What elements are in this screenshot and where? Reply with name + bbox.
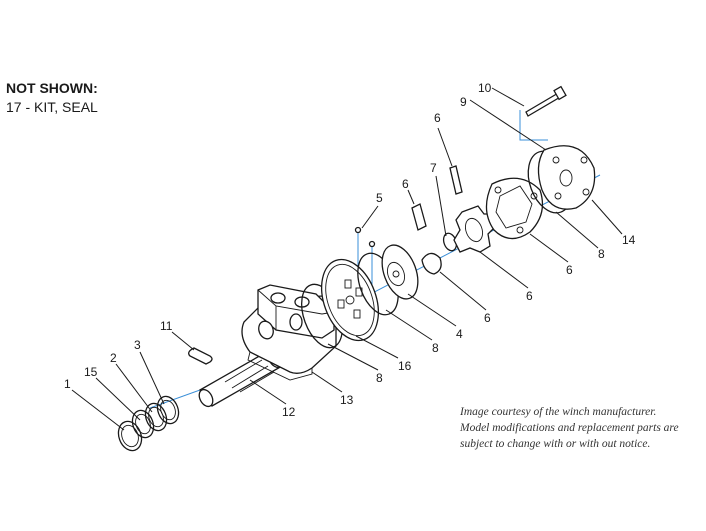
part-5-check-balls bbox=[354, 226, 376, 248]
leader-lines bbox=[71, 87, 623, 431]
part-4-manifold bbox=[381, 244, 419, 300]
part-14-end-cap bbox=[537, 145, 596, 210]
callout-8: 8 bbox=[432, 341, 439, 355]
part-3-ring bbox=[156, 395, 180, 425]
callout-4: 4 bbox=[456, 327, 463, 341]
callout-8: 8 bbox=[376, 371, 383, 385]
callout-7: 7 bbox=[430, 161, 437, 175]
callout-labels: 1 15 2 3 11 12 13 8 16 8 4 5 6 7 6 6 6 6… bbox=[64, 81, 636, 419]
image-credit: Image courtesy of the winch manufacturer… bbox=[460, 404, 704, 452]
not-shown-note: NOT SHOWN: 17 - KIT, SEAL bbox=[6, 79, 98, 117]
callout-6: 6 bbox=[566, 263, 573, 277]
callout-10: 10 bbox=[478, 81, 492, 95]
callout-6: 6 bbox=[484, 311, 491, 325]
part-6-drive bbox=[411, 165, 463, 275]
part-11-key bbox=[188, 347, 213, 365]
not-shown-heading: NOT SHOWN: bbox=[6, 80, 98, 96]
callout-13: 13 bbox=[340, 393, 354, 407]
callout-3: 3 bbox=[134, 338, 141, 352]
callout-8: 8 bbox=[598, 247, 605, 261]
callout-1: 1 bbox=[64, 377, 71, 391]
part-10-bolt bbox=[525, 85, 567, 117]
callout-9: 9 bbox=[460, 95, 467, 109]
callout-14: 14 bbox=[622, 233, 636, 247]
callout-12: 12 bbox=[282, 405, 296, 419]
part-15-washer bbox=[131, 409, 155, 439]
credit-line: Model modifications and replacement part… bbox=[460, 422, 679, 434]
callout-2: 2 bbox=[110, 351, 117, 365]
callout-16: 16 bbox=[398, 359, 412, 373]
credit-line: Image courtesy of the winch manufacturer… bbox=[460, 406, 657, 418]
bolt-axis bbox=[519, 110, 548, 141]
not-shown-item: 17 - KIT, SEAL bbox=[6, 99, 98, 115]
callout-11: 11 bbox=[160, 319, 173, 333]
part-16-plate bbox=[321, 258, 379, 342]
callout-15: 15 bbox=[84, 365, 98, 379]
part-6-rotor bbox=[453, 205, 497, 253]
callout-6: 6 bbox=[434, 111, 441, 125]
callout-6: 6 bbox=[402, 177, 409, 191]
callout-6: 6 bbox=[526, 289, 533, 303]
credit-line: subject to change with or with out notic… bbox=[460, 438, 651, 450]
part-6-stator bbox=[485, 177, 544, 240]
callout-5: 5 bbox=[376, 191, 383, 205]
part-13-housing bbox=[241, 284, 337, 381]
